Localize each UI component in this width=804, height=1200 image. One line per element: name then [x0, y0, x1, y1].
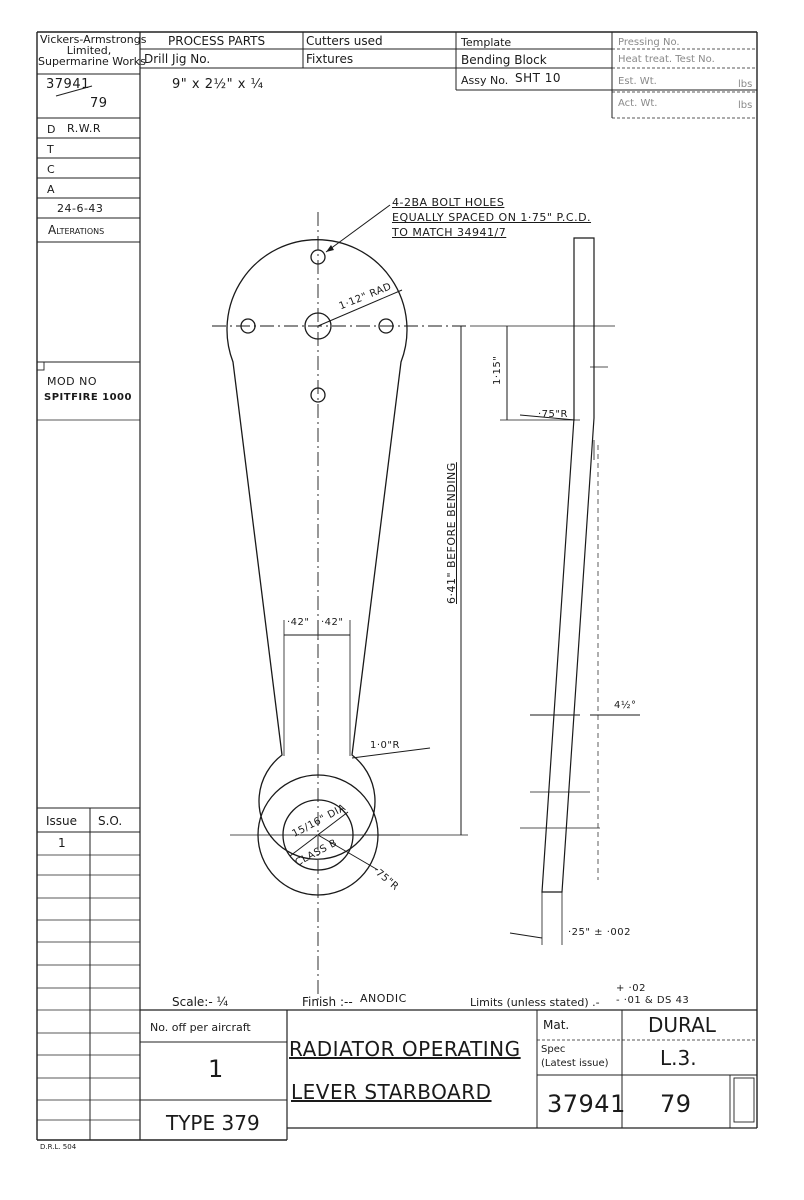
sheet-number: 79 — [660, 1090, 692, 1118]
spec-value: L.3. — [660, 1046, 697, 1070]
drawing-ref-sheet: 79 — [90, 96, 108, 111]
spec-label: Spec — [541, 1044, 566, 1055]
stock-size: 9" x 2½" x ¼ — [172, 77, 264, 92]
note-bolt-holes-line3: TO MATCH 34941/7 — [392, 226, 507, 239]
approval-code-a: A — [47, 183, 55, 196]
limits-tolerance-plus: + ·02 — [616, 983, 646, 994]
material-label: Mat. — [543, 1018, 570, 1032]
drill-jig-label: Drill Jig No. — [144, 52, 211, 66]
part-title-line2: LEVER STARBOARD — [291, 1080, 492, 1104]
company-name-line1: Vickers-Armstrongs — [40, 33, 147, 46]
approval-value-d: R.W.R — [67, 122, 102, 135]
approval-code-c: C — [47, 163, 55, 176]
assy-no-label: Assy No. — [461, 74, 509, 87]
limits-tolerance-minus: - ·01 & DS 43 — [616, 995, 690, 1006]
finish-label: Finish :-- — [302, 995, 353, 1009]
fixtures-label: Fixtures — [306, 52, 354, 66]
no-off-value: 1 — [208, 1055, 224, 1083]
part-title-line1: RADIATOR OPERATING — [289, 1037, 521, 1061]
approval-code-d: D — [47, 123, 56, 136]
act-wt-unit: lbs — [738, 100, 753, 111]
company-name-line3: Supermarine Works — [38, 55, 146, 68]
process-parts-label: PROCESS PARTS — [168, 34, 266, 48]
limits-label: Limits (unless stated) .- — [470, 996, 600, 1009]
dim-thickness: ·25" ± ·002 — [568, 927, 632, 938]
cutters-used-label: Cutters used — [306, 34, 383, 48]
spec-label-latest: (Latest issue) — [541, 1058, 609, 1069]
lever-outline — [226, 239, 408, 860]
act-wt-label: Act. Wt. — [618, 98, 658, 109]
dim-rad-75-top: ·75"R — [538, 409, 568, 420]
dim-length-before-bending: 6·41" BEFORE BENDING — [445, 462, 458, 604]
issue-label: Issue — [46, 814, 78, 828]
issue-value: 1 — [58, 836, 66, 850]
scale-label: Scale:- ¼ — [172, 995, 229, 1009]
so-label: S.O. — [98, 814, 123, 828]
dim-42-left: ·42" — [287, 617, 310, 628]
est-wt-unit: lbs — [738, 79, 753, 90]
no-off-label: No. off per aircraft — [150, 1021, 251, 1034]
template-label: Template — [461, 36, 512, 49]
dim-1-15: 1·15" — [492, 355, 503, 385]
approval-code-t: T — [47, 143, 54, 156]
lever-side-view — [541, 237, 595, 893]
dim-rad-1-0: 1·0"R — [370, 740, 400, 751]
pressing-no-label: Pressing No. — [618, 37, 680, 48]
form-reference: D.R.L. 504 — [40, 1143, 77, 1151]
type-label: TYPE 379 — [166, 1111, 260, 1135]
company-name-line2: Limited, — [66, 44, 112, 57]
drawing-number: 37941 — [547, 1090, 626, 1118]
drawing-ref-number: 37941 — [46, 77, 90, 92]
material-value: DURAL — [648, 1013, 716, 1037]
dim-42-right: ·42" — [321, 617, 344, 628]
alterations-label: Alterations — [48, 223, 105, 237]
dim-angle: 4½° — [614, 700, 637, 711]
note-bolt-holes-line1: 4-2BA BOLT HOLES — [392, 196, 505, 209]
mod-label: MOD NO — [47, 375, 98, 388]
assy-no-value: SHT 10 — [515, 71, 562, 85]
note-bolt-holes-line2: EQUALLY SPACED ON 1·75" P.C.D. — [392, 211, 592, 224]
est-wt-label: Est. Wt. — [618, 76, 657, 87]
heat-treat-label: Heat treat. Test No. — [618, 54, 715, 65]
bending-block-label: Bending Block — [461, 53, 547, 67]
approval-date: 24-6-43 — [57, 202, 104, 215]
finish-value: ANODIC — [360, 992, 407, 1005]
mod-value: SPITFIRE 1000 — [44, 392, 132, 403]
